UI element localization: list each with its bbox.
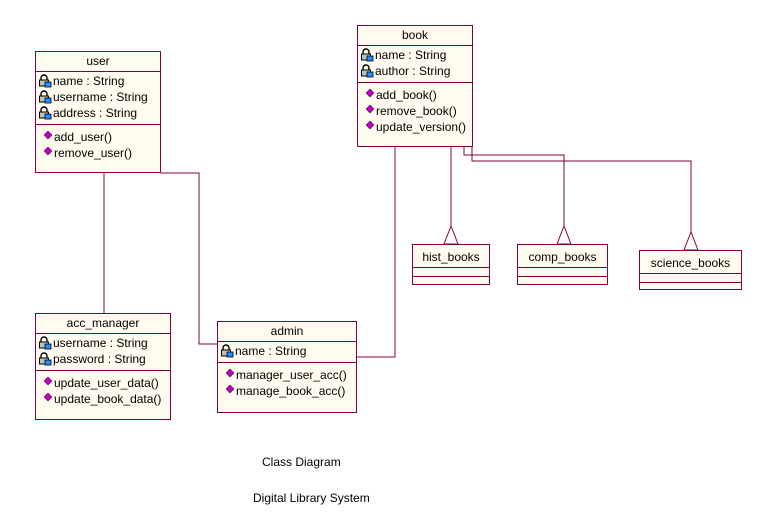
attribute-compartment: name : String username : String address … <box>36 72 160 125</box>
attribute-compartment <box>413 268 489 277</box>
class-admin[interactable]: admin name : String manager_user_acc() m… <box>217 321 357 413</box>
private-attribute-icon <box>361 64 374 78</box>
attribute: address : String <box>38 105 160 121</box>
association-user-admin <box>161 172 217 345</box>
private-attribute-icon <box>39 336 52 350</box>
private-attribute-icon <box>39 352 52 366</box>
operation: manage_book_acc() <box>226 383 356 399</box>
public-operation-icon <box>44 377 52 385</box>
public-operation-icon <box>44 131 52 139</box>
operation: update_user_data() <box>44 375 170 391</box>
public-operation-icon <box>366 105 374 113</box>
generalization-science-books <box>471 147 692 232</box>
operation: remove_user() <box>44 145 160 161</box>
class-hist-books[interactable]: hist_books <box>412 244 490 285</box>
operation: manager_user_acc() <box>226 367 356 383</box>
operation-compartment <box>518 277 607 285</box>
class-acc-manager[interactable]: acc_manager username : String password :… <box>35 313 171 420</box>
operation-compartment: manager_user_acc() manage_book_acc() <box>218 363 356 401</box>
operation-compartment: update_user_data() update_book_data() <box>36 371 170 409</box>
class-comp-books[interactable]: comp_books <box>517 244 608 285</box>
class-name: science_books <box>640 251 741 274</box>
operation: remove_book() <box>366 103 472 119</box>
attribute: name : String <box>220 343 356 359</box>
private-attribute-icon <box>39 74 52 88</box>
association-book-admin <box>357 147 396 358</box>
public-operation-icon <box>226 369 234 377</box>
attribute: author : String <box>360 63 472 79</box>
attribute: name : String <box>38 73 160 89</box>
class-name: comp_books <box>518 245 607 268</box>
diagram-title: Class Diagram <box>262 455 341 469</box>
attribute-compartment <box>640 274 741 283</box>
operation-compartment <box>413 277 489 285</box>
operation: add_book() <box>366 87 472 103</box>
private-attribute-icon <box>39 90 52 104</box>
public-operation-icon <box>366 121 374 129</box>
class-science-books[interactable]: science_books <box>639 250 742 290</box>
class-name: hist_books <box>413 245 489 268</box>
private-attribute-icon <box>39 106 52 120</box>
private-attribute-icon <box>221 344 234 358</box>
generalization-arrowhead <box>443 224 459 245</box>
public-operation-icon <box>44 393 52 401</box>
public-operation-icon <box>366 89 374 97</box>
operation: add_user() <box>44 129 160 145</box>
operation: update_version() <box>366 119 472 135</box>
operation: update_book_data() <box>44 391 170 407</box>
class-name: admin <box>218 322 356 342</box>
attribute: username : String <box>38 335 170 351</box>
private-attribute-icon <box>361 48 374 62</box>
class-name: user <box>36 52 160 72</box>
operation-compartment <box>640 283 741 291</box>
operation-compartment: add_user() remove_user() <box>36 125 160 163</box>
public-operation-icon <box>44 147 52 155</box>
class-user[interactable]: user name : String username : String add… <box>35 51 161 173</box>
attribute: name : String <box>360 47 472 63</box>
attribute: username : String <box>38 89 160 105</box>
attribute-compartment: name : String author : String <box>358 46 472 83</box>
class-name: book <box>358 26 472 46</box>
class-name: acc_manager <box>36 314 170 334</box>
attribute-compartment: username : String password : String <box>36 334 170 371</box>
generalization-arrowhead <box>683 230 699 251</box>
attribute-compartment: name : String <box>218 342 356 363</box>
class-book[interactable]: book name : String author : String add_b… <box>357 25 473 147</box>
operation-compartment: add_book() remove_book() update_version(… <box>358 83 472 137</box>
attribute-compartment <box>518 268 607 277</box>
generalization-comp-books <box>463 85 565 226</box>
generalization-arrowhead <box>556 224 572 245</box>
diagram-subtitle: Digital Library System <box>253 491 370 505</box>
attribute: password : String <box>38 351 170 367</box>
public-operation-icon <box>226 385 234 393</box>
